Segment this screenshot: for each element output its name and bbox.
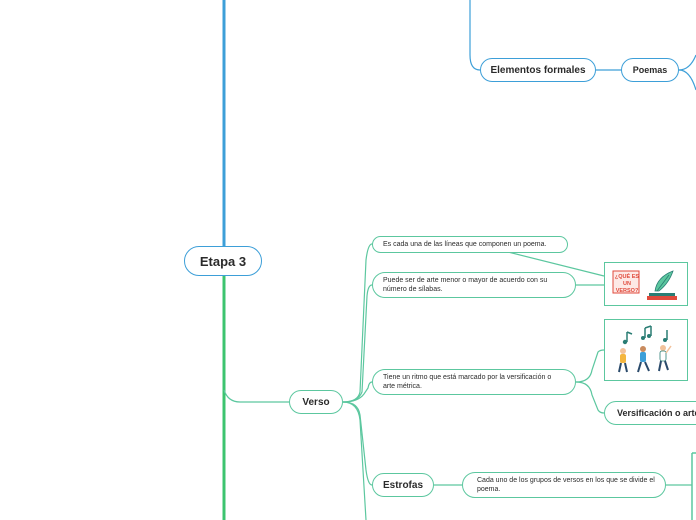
poemas-node[interactable]: Poemas	[621, 58, 679, 82]
verso-note-2[interactable]: Puede ser de arte menor o mayor de acuer…	[372, 272, 576, 298]
connector-lower	[342, 401, 367, 520]
verso-note-3[interactable]: Tiene un ritmo que está marcado por la v…	[372, 369, 576, 395]
connector-note3-image	[575, 349, 605, 383]
estrofas-node[interactable]: Estrofas	[372, 473, 434, 497]
verso-label: Verso	[302, 396, 330, 408]
poemas-label: Poemas	[632, 65, 668, 75]
verso-note-3-text: Tiene un ritmo que está marcado por la v…	[383, 374, 552, 390]
verso-note-2-text: Puede ser de arte menor o mayor de acuer…	[383, 277, 548, 293]
connector-verso	[223, 389, 289, 403]
estrofas-note[interactable]: Cada uno de los grupos de versos en los …	[462, 472, 666, 498]
connector-note-3	[342, 381, 373, 403]
connector-estrofas	[342, 401, 373, 486]
que-es-un-verso-image[interactable]: ¿QUÉ ES UN VERSO?	[604, 262, 688, 306]
estrofas-label: Estrofas	[382, 479, 423, 491]
estrofas-image-edge	[691, 452, 696, 520]
root-label: Etapa 3	[199, 253, 247, 269]
connector-note-1	[342, 243, 373, 403]
verso-note-1[interactable]: Es cada una de las líneas que componen u…	[372, 236, 568, 253]
verso-note-1-text: Es cada una de las líneas que componen u…	[383, 241, 547, 248]
root-node[interactable]: Etapa 3	[184, 246, 262, 276]
connector-poemas-up	[678, 54, 696, 71]
elementos-formales-label: Elementos formales	[490, 64, 586, 76]
que-es-un-verso-caption: ¿QUÉ ES UN VERSO?	[614, 274, 640, 294]
music-notes-people-icon	[618, 325, 672, 373]
connector-versificacion	[575, 381, 605, 414]
versificacion-label: Versificación o arte m	[617, 408, 696, 418]
connector-elementos	[469, 0, 481, 71]
estrofas-note-text: Cada uno de los grupos de versos en los …	[477, 477, 655, 493]
connector-note1-image	[507, 251, 605, 277]
book-quill-icon	[608, 266, 683, 301]
connector-note-2	[342, 284, 373, 403]
connector-poemas-down	[678, 69, 696, 91]
versificacion-node[interactable]: Versificación o arte m	[604, 401, 696, 425]
elementos-formales-node[interactable]: Elementos formales	[480, 58, 596, 82]
musicians-image[interactable]	[604, 319, 688, 381]
verso-node[interactable]: Verso	[289, 390, 343, 414]
